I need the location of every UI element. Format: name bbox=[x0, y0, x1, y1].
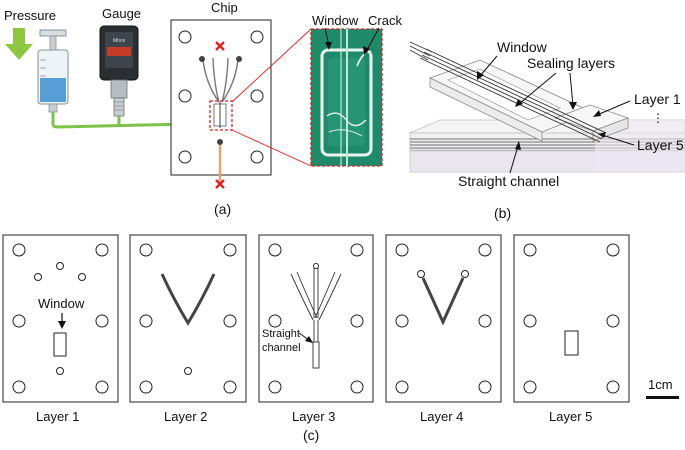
blocked-outlet-icon bbox=[215, 179, 225, 189]
pressure-label: Pressure bbox=[4, 8, 56, 23]
straight-label-c-1: Straight bbox=[262, 328, 300, 340]
chip-channels bbox=[202, 57, 239, 128]
straight-channel-label-b: Straight channel bbox=[458, 173, 559, 189]
layer-5-label: Layer 5 bbox=[549, 409, 592, 424]
inlet-lines bbox=[409, 41, 433, 61]
panel-a: Pressure Gauge Mbox bbox=[4, 0, 402, 217]
scale-bar bbox=[646, 396, 679, 399]
gauge-brand: Mbox bbox=[113, 38, 126, 44]
zoom-line-top bbox=[231, 28, 312, 103]
layer-1-label: Layer 1 bbox=[36, 409, 79, 424]
chip-holes bbox=[178, 30, 264, 164]
crack-label: Crack bbox=[368, 13, 402, 28]
layer5-label-b: Layer 5 bbox=[637, 137, 684, 153]
pressure-arrow-icon bbox=[5, 28, 33, 60]
caption-a: (a) bbox=[214, 201, 231, 217]
layer-3-label: Layer 3 bbox=[292, 409, 335, 424]
layer-5-plate bbox=[513, 234, 630, 403]
caption-b: (b) bbox=[494, 205, 511, 221]
zoom-line-bottom bbox=[231, 129, 312, 167]
layer-4-label: Layer 4 bbox=[420, 409, 463, 424]
blocked-inlet-icon bbox=[215, 41, 225, 51]
caption-c: (c) bbox=[303, 427, 319, 443]
gauge-label: Gauge bbox=[102, 6, 141, 21]
syringe-icon bbox=[37, 29, 69, 113]
layer-2-plate bbox=[129, 234, 247, 403]
zoom-photo bbox=[310, 28, 383, 167]
window-label-a: Window bbox=[312, 13, 359, 28]
layer1-label-b: Layer 1 bbox=[634, 91, 681, 107]
window-highlight bbox=[209, 100, 233, 131]
layer-1-plate: Window bbox=[2, 234, 119, 403]
layer-2-label: Layer 2 bbox=[164, 409, 207, 424]
panel-b: Window Sealing layers Layer 1 ⋮ Layer 5 … bbox=[409, 39, 685, 221]
window-label-c: Window bbox=[38, 296, 85, 311]
layer-3-plate: Straight channel bbox=[258, 234, 374, 403]
gauge-icon: Mbox bbox=[99, 25, 139, 117]
straight-channel bbox=[419, 48, 607, 143]
window-label-b: Window bbox=[497, 39, 548, 55]
chip-inlets bbox=[199, 56, 242, 145]
straight-label-c-2: channel bbox=[262, 342, 301, 354]
panel-c: Window Layer 1 Layer 2 bbox=[2, 234, 679, 443]
layer-4-plate bbox=[385, 234, 502, 403]
layer-dots: ⋮ bbox=[652, 111, 664, 125]
sealing-layers-label: Sealing layers bbox=[527, 55, 615, 71]
chip-label: Chip bbox=[211, 0, 238, 15]
window-block-front bbox=[429, 77, 543, 142]
scale-bar-label: 1cm bbox=[648, 377, 673, 392]
